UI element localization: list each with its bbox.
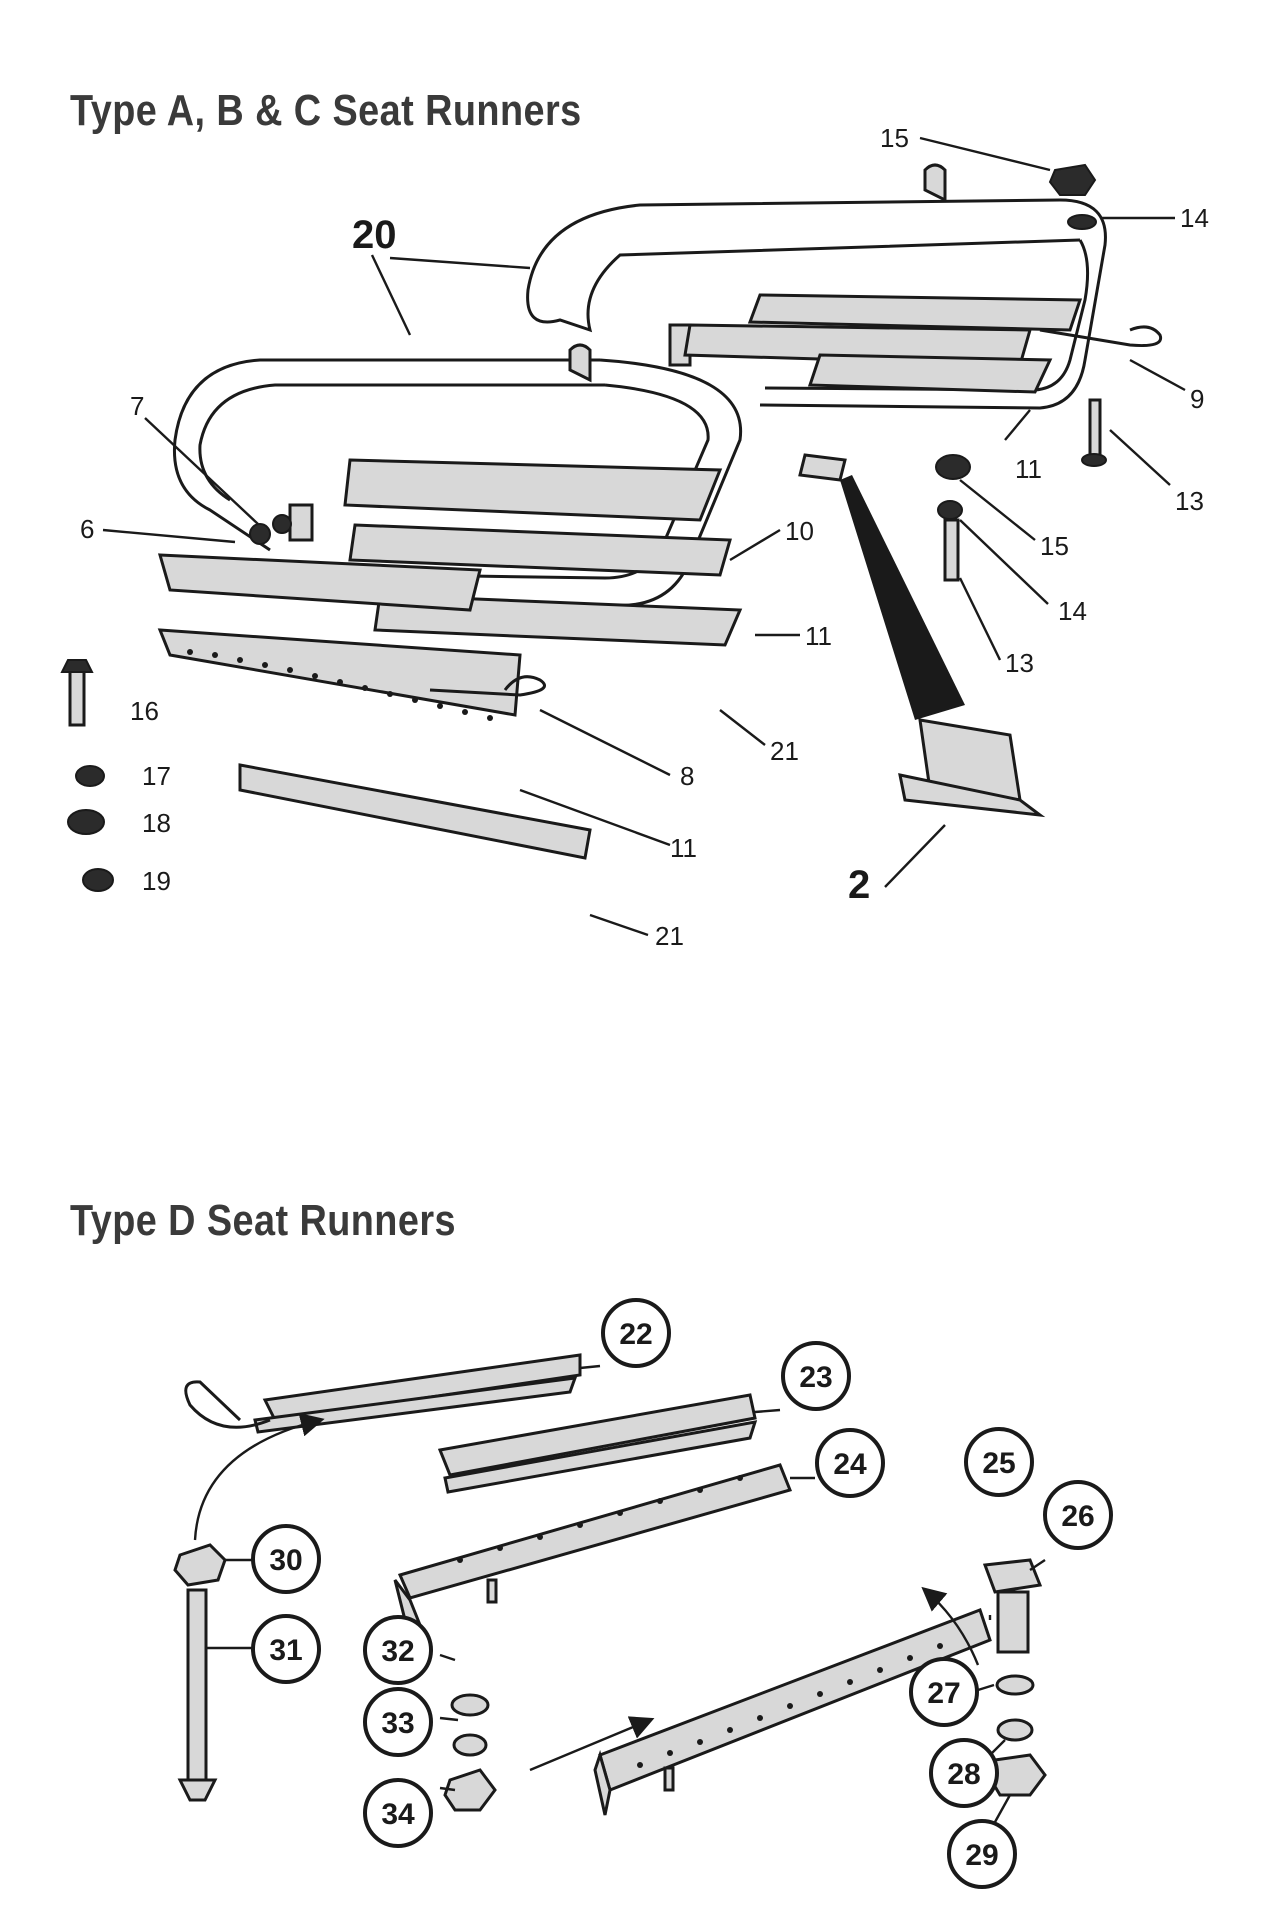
svg-text:32: 32: [381, 1635, 414, 1668]
label-11-a: 11: [805, 621, 832, 651]
label-13-mid: 13: [1005, 648, 1034, 678]
callout-22: 22: [601, 1298, 671, 1368]
svg-text:33: 33: [381, 1707, 414, 1740]
callout-24: 24: [815, 1428, 885, 1498]
svg-text:28: 28: [947, 1758, 980, 1791]
callout-27: 27: [909, 1657, 979, 1727]
label-10: 10: [785, 516, 814, 546]
label-8: 8: [680, 761, 694, 791]
frame-brackets: [288, 163, 947, 542]
runner-holes: [187, 649, 493, 721]
callout-31: 31: [251, 1614, 321, 1684]
svg-text:25: 25: [982, 1447, 1015, 1480]
fasteners-d: [173, 1543, 1047, 1812]
section-d-title: Type D Seat Runners: [70, 1196, 456, 1245]
callout-34: 34: [363, 1778, 433, 1848]
callout-33: 33: [363, 1687, 433, 1757]
labels-a: 15 14 20 9 7 11 13 6 10 15 14 11 13 16 2…: [80, 123, 1209, 951]
label-15-top: 15: [880, 123, 909, 153]
seat-frame-rear: [526, 198, 1107, 410]
label-16: 16: [130, 696, 159, 726]
svg-text:30: 30: [269, 1544, 302, 1577]
callout-30: 30: [251, 1524, 321, 1594]
label-14-mid: 14: [1058, 596, 1087, 626]
label-11-b: 11: [670, 833, 697, 863]
svg-text:24: 24: [833, 1448, 867, 1481]
label-6: 6: [80, 514, 94, 544]
runner-25: [593, 1608, 992, 1816]
svg-text:31: 31: [269, 1634, 302, 1667]
svg-text:34: 34: [381, 1798, 415, 1831]
leader-lines-a: [102, 136, 1186, 937]
label-21-a: 21: [770, 736, 799, 766]
label-9: 9: [1190, 384, 1204, 414]
callout-23: 23: [781, 1341, 851, 1411]
label-2: 2: [848, 863, 870, 907]
runner-holes-d: [457, 1475, 943, 1768]
label-17: 17: [142, 761, 171, 791]
label-13-right: 13: [1175, 486, 1204, 516]
callouts-d: 22 23 24 25 26 30 31 32 33 27 34 28 29: [251, 1298, 1113, 1889]
svg-text:23: 23: [799, 1361, 832, 1394]
callout-32: 32: [363, 1615, 433, 1685]
label-15-mid: 15: [1040, 531, 1069, 561]
runner-rails-front: [157, 458, 743, 860]
seat-frame-front: [172, 358, 743, 607]
section-a-title: Type A, B & C Seat Runners: [70, 86, 582, 135]
runner-22: [184, 1353, 582, 1434]
callout-28: 28: [929, 1738, 999, 1808]
runner-rails-rear: [683, 293, 1163, 394]
bracket-2: [840, 475, 1046, 818]
label-18: 18: [142, 808, 171, 838]
label-7: 7: [130, 391, 144, 421]
label-14-top: 14: [1180, 203, 1209, 233]
svg-text:29: 29: [965, 1839, 998, 1872]
callout-29: 29: [947, 1819, 1017, 1889]
svg-text:27: 27: [927, 1677, 960, 1710]
label-19: 19: [142, 866, 171, 896]
svg-text:26: 26: [1061, 1500, 1094, 1533]
runner-23: [437, 1393, 758, 1494]
label-20: 20: [352, 213, 397, 257]
label-11-mid: 11: [1015, 454, 1042, 484]
svg-text:22: 22: [619, 1318, 652, 1351]
callout-26: 26: [1043, 1480, 1113, 1550]
fasteners-a: [60, 163, 1107, 892]
callout-25: 25: [964, 1427, 1034, 1497]
label-21-b: 21: [655, 921, 684, 951]
